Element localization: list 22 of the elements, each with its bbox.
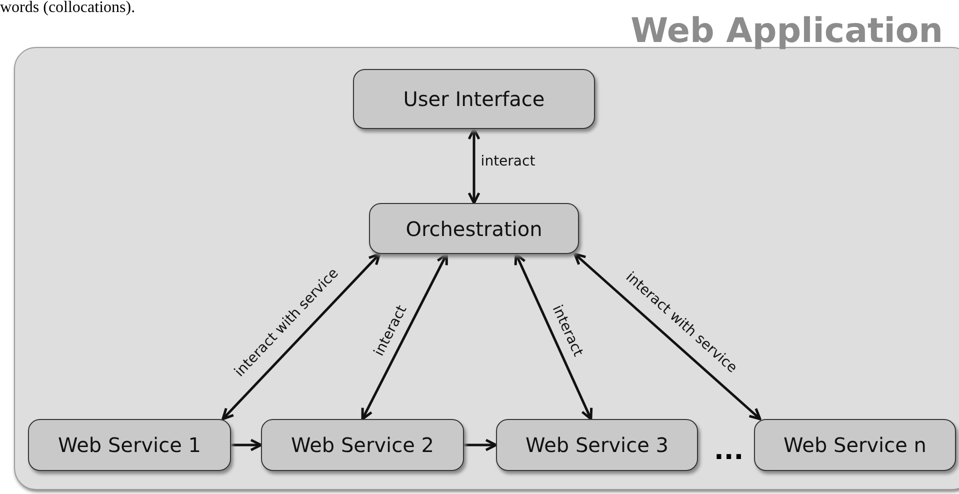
node-label: Orchestration	[406, 216, 542, 240]
process-box	[369, 203, 579, 254]
node-label: Web Service n	[784, 433, 926, 457]
process-box	[754, 419, 956, 471]
text-line: words (collocations).	[0, 0, 136, 16]
process-box	[353, 69, 595, 129]
process-box	[28, 419, 231, 471]
node-label: Web Service 3	[526, 433, 668, 457]
arrow	[464, 438, 498, 452]
ellipsis-text: ...	[714, 436, 744, 466]
arrow	[222, 252, 381, 420]
node-label: Web Service 2	[291, 433, 434, 457]
arrow	[514, 252, 593, 420]
arrow	[468, 128, 480, 204]
node-label: Web Service 1	[58, 433, 201, 457]
node-label: User Interface	[403, 87, 545, 111]
process-box	[496, 419, 698, 471]
arrow	[231, 438, 262, 452]
arrow	[361, 252, 448, 420]
process-box	[261, 419, 464, 471]
arrow	[574, 252, 762, 420]
panel-heading: Web Application	[630, 14, 943, 48]
